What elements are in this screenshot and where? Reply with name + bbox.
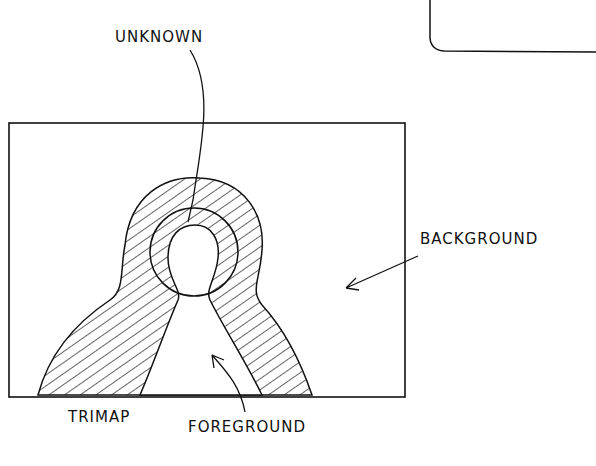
foreground-region bbox=[140, 225, 262, 395]
partial-box bbox=[430, 0, 596, 52]
head-outline bbox=[150, 208, 238, 296]
leader-arrow bbox=[212, 355, 245, 412]
region-label: FOREGROUND bbox=[188, 418, 306, 436]
unknown-band bbox=[38, 178, 312, 395]
leader-arrow bbox=[346, 256, 418, 290]
region-label: BACKGROUND bbox=[420, 230, 538, 248]
leader-line bbox=[188, 50, 204, 222]
caption-label: TRIMAP bbox=[68, 408, 130, 426]
image-frame bbox=[9, 123, 405, 397]
region-label: UNKNOWN bbox=[115, 28, 203, 46]
